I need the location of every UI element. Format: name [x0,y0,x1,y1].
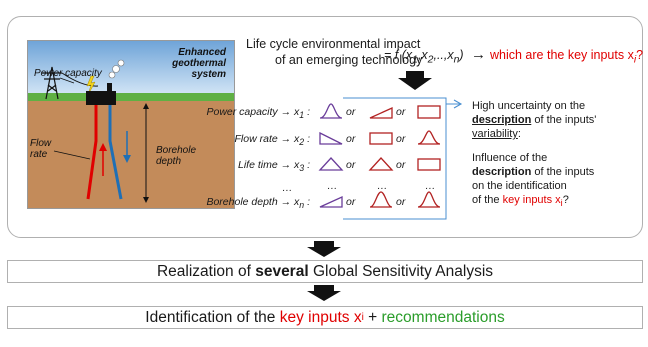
or-label: or [346,159,356,171]
distribution-shapes [318,103,441,208]
triangular-dist-icon [319,195,343,208]
normal-dist-icon [417,130,441,145]
question-line1: Life cycle environmental impact [246,37,421,51]
uniform-dist-icon [417,105,441,119]
triangular-dist-icon [369,106,393,119]
input-row-lifetime: Life time → x3 : [238,159,310,174]
formula-arrow: → [471,46,486,63]
down-arrow-bottom [307,285,341,301]
ellipsis: … [377,180,388,192]
ellipsis: … [282,182,293,194]
normal-dist-icon [417,191,441,208]
geothermal-scene-graphic [28,41,234,208]
gsa-step-box: Realization of several Global Sensitivit… [7,260,643,283]
or-label: or [396,133,406,145]
normal-dist-icon [369,191,393,208]
uniform-dist-icon [369,132,393,145]
uniform-dist-icon [417,158,441,171]
down-arrow-top [398,71,432,90]
or-label: or [346,196,356,208]
ellipsis: … [425,180,436,192]
power-capacity-label: Power capacity [34,68,102,79]
normal-dist-icon [319,103,343,119]
uncertainty-note: High uncertainty on the description of t… [472,100,597,140]
influence-note: Influence of the description of the inpu… [472,152,595,209]
ellipsis: … [327,180,338,192]
input-row-borehole: Borehole depth → xn : [206,196,310,211]
triangular-dist-icon [318,157,344,171]
geothermal-illustration: Enhanced geothermal system Power capacit… [27,40,235,209]
down-arrow-middle [307,241,341,257]
flow-rate-label: Flow rate [30,138,52,160]
question-line2: of an emerging technology [275,53,423,67]
or-label: or [396,106,406,118]
or-label: or [396,196,406,208]
triangular-dist-icon [319,131,343,145]
triangular-dist-icon [368,157,394,171]
impact-formula: = f (x1,x2,..,xn) [384,48,464,66]
bracket-arrow [343,97,463,220]
illustration-title: Enhanced geothermal system [172,47,226,80]
or-label: or [346,133,356,145]
key-inputs-question: which are the key inputs xi? [490,48,644,66]
input-row-flow: Flow rate → x2 : [234,133,310,148]
input-row-power: Power capacity → x1 : [206,106,310,121]
or-label: or [396,159,406,171]
borehole-depth-label: Borehole depth [156,145,197,167]
top-panel [7,16,643,238]
or-label: or [346,106,356,118]
